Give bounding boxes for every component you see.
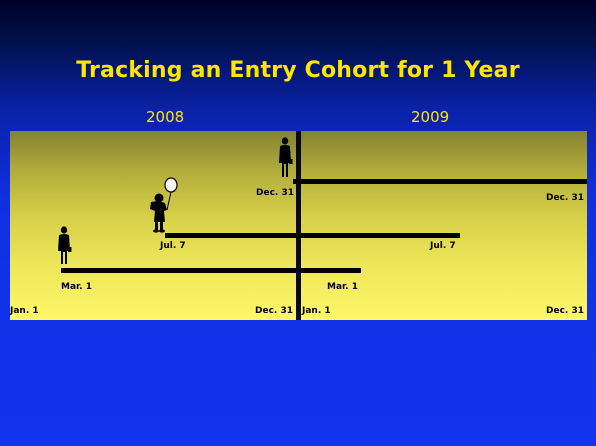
year-label-2009: 2009 (411, 108, 450, 126)
adult-figure-icon (58, 226, 72, 264)
timeline-bar-dec31 (293, 179, 587, 184)
panel-2008 (10, 131, 296, 320)
label-dec31-end: Dec. 31 (546, 193, 584, 203)
label-jan1-2008: Jan. 1 (10, 306, 39, 316)
label-dec31-2009: Dec. 31 (546, 306, 584, 316)
label-jul7-end: Jul. 7 (430, 241, 456, 251)
panel-2009 (301, 131, 587, 320)
label-mar1-start: Mar. 1 (61, 282, 92, 292)
label-dec31-2008: Dec. 31 (255, 306, 293, 316)
label-jul7-start: Jul. 7 (160, 241, 186, 251)
label-dec31-start: Dec. 31 (256, 188, 294, 198)
label-mar1-end: Mar. 1 (327, 282, 358, 292)
child-with-balloon-icon (150, 177, 178, 233)
adult-figure-icon (279, 137, 293, 177)
timeline-bar-mar1 (61, 268, 361, 273)
timeline-bar-jul7 (165, 233, 460, 238)
year-label-2008: 2008 (146, 108, 185, 126)
slide-title: Tracking an Entry Cohort for 1 Year (76, 58, 520, 83)
label-jan1-2009: Jan. 1 (302, 306, 331, 316)
year-divider (296, 131, 301, 320)
